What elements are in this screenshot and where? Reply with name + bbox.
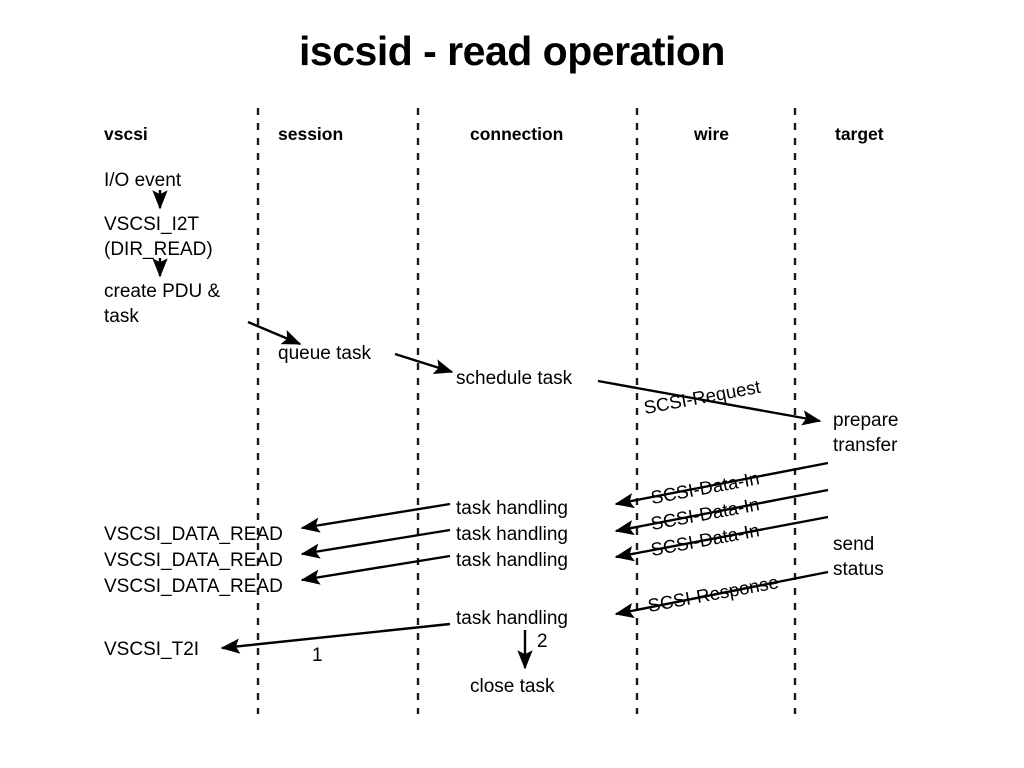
message-prepare-transfer-line2: transfer <box>833 435 898 456</box>
message-task-handling-2: task handling <box>456 524 568 545</box>
wire-label-scsi-response: SCSI-Response <box>645 571 781 617</box>
message-dir-read: (DIR_READ) <box>104 239 213 260</box>
message-vscsi-data-read-1: VSCSI_DATA_READ <box>104 524 283 545</box>
message-create-pdu: create PDU & <box>104 281 221 302</box>
message-create-pdu-task: task <box>104 306 139 327</box>
message-schedule-task: schedule task <box>456 368 573 389</box>
lane-header-vscsi: vscsi <box>104 124 148 144</box>
arrow-connection-to-vscsi-data-read-1 <box>300 502 451 533</box>
lane-header-connection: connection <box>470 124 564 144</box>
arrow-session-to-connection-schedule-task <box>394 352 454 374</box>
sequence-number-2: 2 <box>537 631 548 652</box>
message-close-task: close task <box>470 676 555 697</box>
message-task-handling-4: task handling <box>456 608 568 629</box>
arrow-connection-to-vscsi-data-read-3 <box>300 554 451 585</box>
lane-header-target: target <box>835 124 884 144</box>
page-title: iscsid - read operation <box>299 28 725 74</box>
message-vscsi-data-read-2: VSCSI_DATA_READ <box>104 550 283 571</box>
lane-header-wire: wire <box>694 124 730 144</box>
message-io-event: I/O event <box>104 170 182 191</box>
arrow-connection-to-vscsi-t2i <box>220 622 451 654</box>
message-vscsi-i2t: VSCSI_I2T <box>104 214 200 235</box>
message-task-handling-3: task handling <box>456 550 568 571</box>
message-vscsi-t2i: VSCSI_T2I <box>104 639 200 660</box>
message-task-handling-1: task handling <box>456 498 568 519</box>
arrow-connection-to-vscsi-data-read-2 <box>300 528 451 559</box>
message-send-status-line1: send <box>833 534 875 555</box>
message-vscsi-data-read-3: VSCSI_DATA_READ <box>104 576 283 597</box>
sequence-number-1: 1 <box>312 645 323 666</box>
message-prepare-transfer-line1: prepare <box>833 410 899 431</box>
lane-header-session: session <box>278 124 344 144</box>
message-send-status-line2: status <box>833 559 884 580</box>
message-queue-task: queue task <box>278 343 371 364</box>
wire-label-scsi-request: SCSI-Request <box>641 375 763 419</box>
